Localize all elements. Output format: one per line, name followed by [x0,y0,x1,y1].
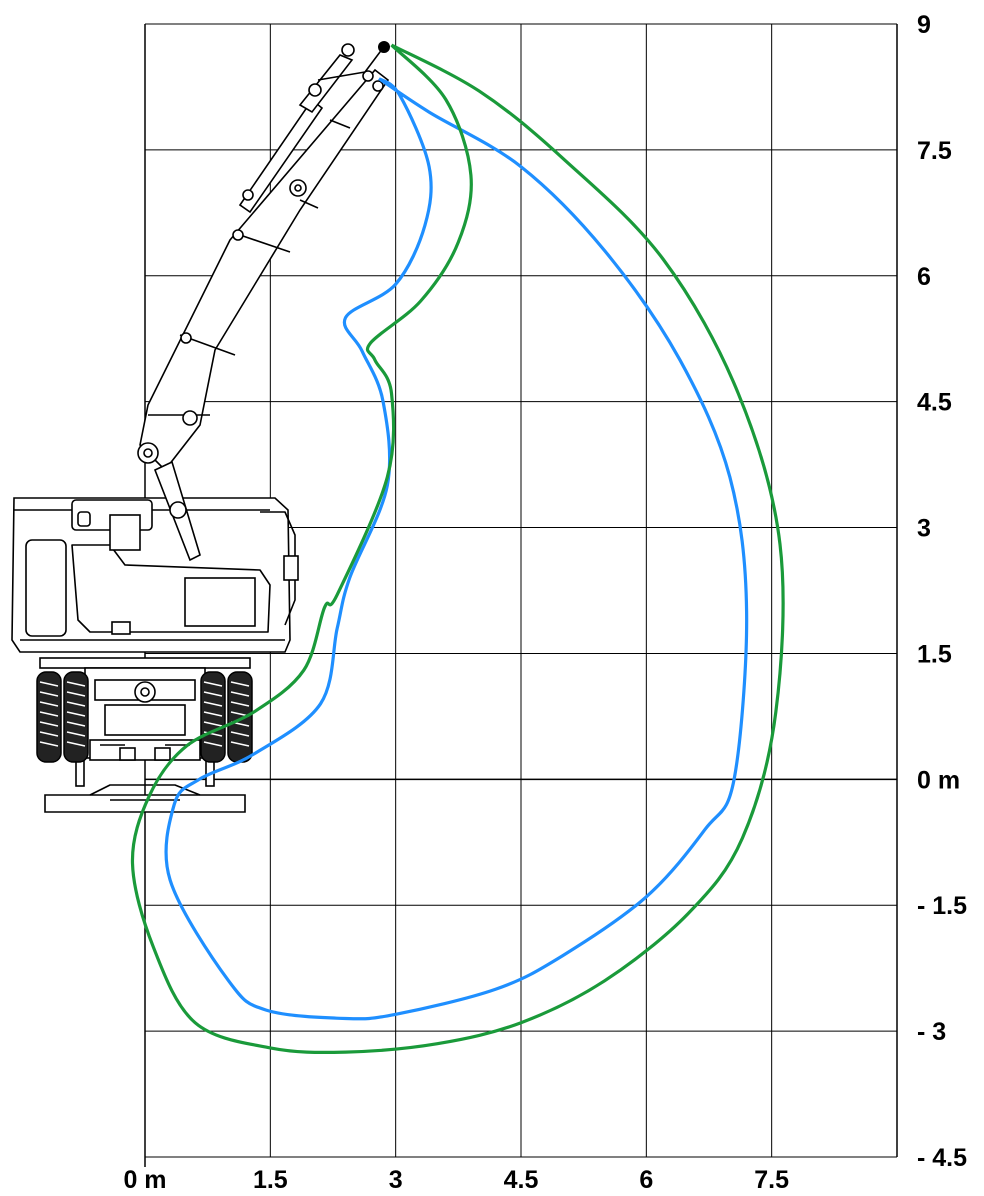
x-tick-label: 3 [389,1166,403,1194]
y-tick-label: 6 [917,263,931,291]
x-tick-label: 4.5 [504,1166,539,1194]
tick-labels: 0 m 1.5 3 4.5 6 7.5 9 7.5 6 4.5 3 1.5 0 m - 1.5 - 3 - 4… [123,11,967,1194]
upper-body [11,497,299,653]
y-tick-label: - 3 [917,1018,946,1046]
y-tick-label: - 1.5 [917,892,967,920]
y-tick-label: 0 m [917,766,960,794]
x-tick-label: 6 [639,1166,653,1194]
x-tick-label: 1.5 [253,1166,288,1194]
boom [137,41,390,562]
y-tick-label: 9 [917,11,931,39]
y-tick-label: 1.5 [917,640,952,668]
excavator-drawing [11,41,390,813]
y-tick-label: 3 [917,515,931,543]
x-tick-label: 7.5 [754,1166,789,1194]
reach-curves [130,43,785,1055]
undercarriage [39,657,251,761]
y-tick-label: 7.5 [917,137,952,165]
y-tick-label: - 4.5 [917,1144,967,1172]
y-tick-label: 4.5 [917,389,952,417]
reach-curve-green [130,43,785,1055]
x-tick-label: 0 m [123,1166,166,1194]
reach-curve-blue [164,77,749,1021]
wheels [36,671,253,763]
